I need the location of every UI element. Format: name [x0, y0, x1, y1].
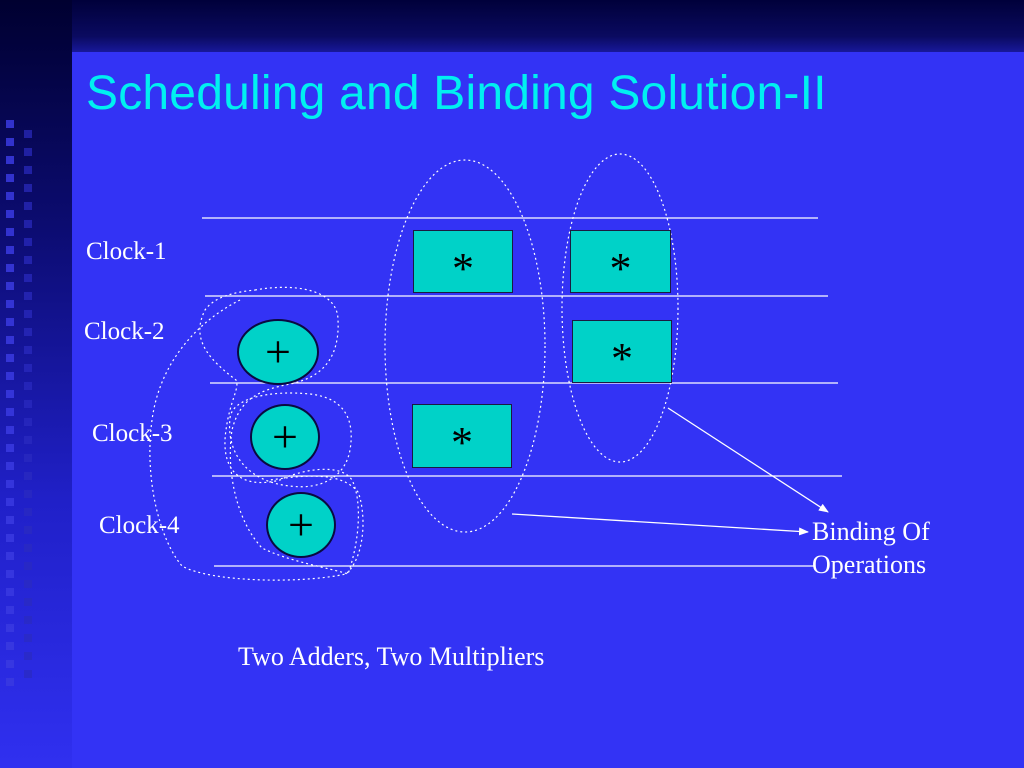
- adder-binding-outline: [149, 299, 364, 581]
- left-band: [0, 0, 72, 768]
- binding-arrow: [511, 513, 809, 536]
- adder-op: +: [266, 492, 336, 558]
- multiplier-binding-ellipse: [561, 153, 679, 463]
- multiplier-op: *: [570, 230, 671, 293]
- multiplier-op: *: [412, 404, 512, 468]
- adder-op: +: [250, 404, 320, 470]
- clock-label-3: Clock-3: [92, 420, 173, 447]
- binding-annotation-line-1: Binding Of: [812, 517, 930, 546]
- clock-label-1: Clock-1: [86, 238, 167, 265]
- adder-op: +: [237, 319, 319, 385]
- decorative-tiles: [6, 120, 16, 696]
- adder-binding-outline: [199, 286, 359, 575]
- binding-arrow: [667, 407, 829, 513]
- binding-annotation: Binding Of Operations: [812, 516, 930, 581]
- clock-label-4: Clock-4: [99, 512, 180, 539]
- multiplier-op: *: [413, 230, 513, 293]
- binding-annotation-line-2: Operations: [812, 549, 927, 579]
- slide-title: Scheduling and Binding Solution-II: [86, 67, 827, 120]
- multiplier-op: *: [572, 320, 672, 383]
- resource-caption: Two Adders, Two Multipliers: [238, 642, 545, 671]
- top-band: [0, 0, 1024, 52]
- clock-label-2: Clock-2: [84, 318, 165, 345]
- decorative-tiles-2: [24, 130, 34, 688]
- adder-binding-outline: [228, 392, 352, 488]
- multiplier-binding-ellipse: [384, 159, 546, 533]
